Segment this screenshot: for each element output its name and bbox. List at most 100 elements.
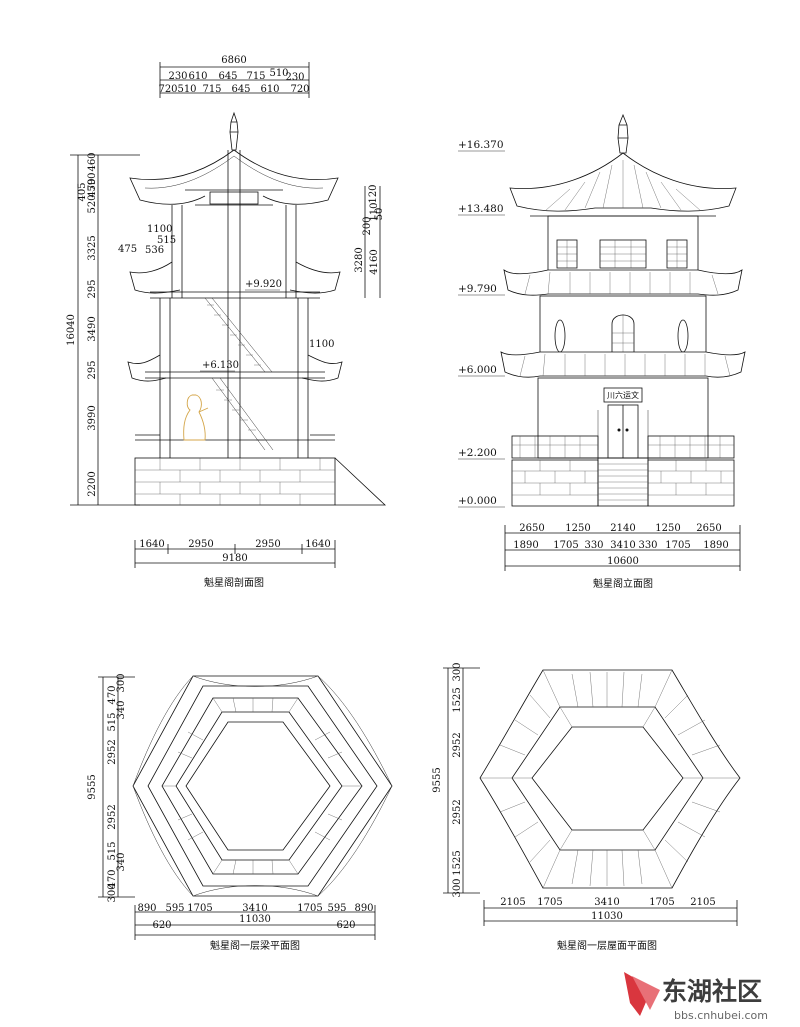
- beam-plan-dim: 515: [107, 712, 118, 731]
- section-top-dim: 510: [177, 84, 196, 95]
- roof-plan-bottom-dim: 2105: [690, 897, 715, 908]
- section-right-dim: 120: [368, 184, 379, 203]
- beam-plan-bottom-dim: 890: [354, 903, 373, 914]
- section-top-dim: 610: [188, 71, 207, 82]
- section-top-dim: 230: [168, 71, 187, 82]
- section-right-dim: 3280: [354, 247, 365, 272]
- beam-plan-bottom-dim: 3410: [242, 903, 267, 914]
- elevation-dim: 330: [584, 540, 603, 551]
- section-height-dim: 2200: [87, 471, 98, 496]
- elevation-dim: 3410: [610, 540, 635, 551]
- section-height-dim: 295: [87, 279, 98, 298]
- roof-plan-left-total: 9555: [432, 767, 443, 792]
- section-bottom-dim: 1640: [305, 539, 330, 550]
- seated-figure: [183, 394, 209, 441]
- elevation-dim: 2140: [610, 523, 635, 534]
- section-top-dim: 715: [202, 84, 221, 95]
- section-top-dim: 645: [218, 71, 237, 82]
- section-left-dims: 16040 460 590 405 470 520 3325 295 3490 …: [66, 152, 140, 506]
- elevation-dim: 1890: [513, 540, 538, 551]
- section-top-dim: 720: [158, 84, 177, 95]
- roof-plan-bottom-dim: 2105: [500, 897, 525, 908]
- elevation-dim: 330: [638, 540, 657, 551]
- section-right-dim: 50: [374, 208, 385, 221]
- elevation-level-label: +2.200: [458, 447, 497, 459]
- watermark-sub: bbs.cnhubei.com: [674, 1009, 768, 1022]
- section-level-label: +9.920: [245, 279, 282, 290]
- section-inner-dim: 515: [157, 235, 176, 246]
- elevation-dim: 1890: [703, 540, 728, 551]
- elevation-level-label: +6.000: [458, 364, 497, 376]
- section-height-dim: 460: [87, 152, 98, 171]
- beam-plan-caption: 魁星阁一层梁平面图: [210, 939, 300, 952]
- beam-plan-dim: 470: [107, 685, 118, 704]
- section-bottom-dim: 2950: [255, 539, 280, 550]
- elevation-drawing: +16.370 +13.480 +9.790 +6.000 +2.200 +0.…: [458, 113, 746, 590]
- elevation-dim: 1250: [565, 523, 590, 534]
- beam-plan-bottom-dim: 620: [336, 920, 355, 931]
- section-bottom-dim: 1640: [139, 539, 164, 550]
- beam-plan-left-dims: 9555 300 470 340 515 2952 2952 515 340 4…: [87, 673, 135, 903]
- roof-plan-dim: 1525: [452, 687, 463, 712]
- beam-plan-bottom-dim: 1705: [297, 903, 322, 914]
- beam-plan-dim: 300: [116, 673, 127, 692]
- roof-plan-left-dims: 9555 300 1525 2952 2952 1525 300: [432, 662, 480, 898]
- section-top-dim: 510: [269, 68, 288, 79]
- beam-plan-dim: 2952: [107, 739, 118, 764]
- elevation-levels: +16.370 +13.480 +9.790 +6.000 +2.200 +0.…: [458, 139, 505, 508]
- elevation-dim: 1705: [553, 540, 578, 551]
- beam-plan-drawing: 9555 300 470 340 515 2952 2952 515 340 4…: [87, 673, 393, 952]
- roof-plan-bottom-dim: 1705: [537, 897, 562, 908]
- section-top-total: 6860: [221, 55, 246, 66]
- beam-plan-bottom-dim: 620: [152, 920, 171, 931]
- elevation-dim: 1250: [655, 523, 680, 534]
- section-inner-dim: 1100: [309, 339, 334, 350]
- section-top-dim: 230: [285, 72, 304, 83]
- section-drawing: 6860 230 610 645 715 510 230 720 510 715…: [66, 55, 387, 589]
- roof-plan-bottom-dim: 1705: [649, 897, 674, 908]
- section-right-dim: 4160: [369, 249, 380, 274]
- elevation-plaque: 川六运文: [607, 390, 639, 400]
- elevation-bottom-dims: 2650 1250 2140 1250 2650 1890 1705 330 3…: [504, 523, 741, 571]
- beam-plan-bottom-dim: 595: [327, 903, 346, 914]
- section-height-dim: 590: [87, 172, 98, 191]
- beam-plan-left-total: 9555: [87, 774, 98, 799]
- elevation-level-label: +0.000: [458, 495, 497, 507]
- section-height-dim: 295: [87, 360, 98, 379]
- section-height-dim: 405: [77, 182, 88, 201]
- elevation-dim: 2650: [519, 523, 544, 534]
- section-top-dim: 610: [260, 84, 279, 95]
- beam-plan-bottom-dim: 890: [137, 903, 156, 914]
- section-left-total: 16040: [66, 314, 77, 346]
- beam-plan-dim: 470: [107, 869, 118, 888]
- beam-plan-bottom-total: 11030: [239, 914, 271, 925]
- watermark-main: 东湖社区: [662, 977, 762, 1006]
- beam-plan-dim: 300: [107, 883, 118, 902]
- section-right-dim: 200: [362, 216, 373, 235]
- beam-plan-dim: 340: [116, 852, 127, 871]
- section-bottom-dim: 2950: [188, 539, 213, 550]
- beam-plan-dim: 340: [116, 700, 127, 719]
- section-top-dim: 720: [290, 84, 309, 95]
- roof-plan-hexagons: [479, 669, 741, 889]
- roof-plan-bottom-dims: 2105 1705 3410 1705 2105 11030: [483, 897, 738, 926]
- roof-plan-bottom-total: 11030: [591, 911, 623, 922]
- section-height-dim: 470: [87, 178, 98, 197]
- section-height-dim: 3490: [87, 316, 98, 341]
- section-top-dim: 715: [246, 71, 265, 82]
- elevation-caption: 魁星阁立面图: [593, 577, 653, 590]
- section-bottom-dims: 1640 2950 2950 1640 9180: [134, 539, 336, 568]
- elevation-level-label: +16.370: [458, 139, 504, 151]
- elevation-dim: 2650: [696, 523, 721, 534]
- section-right-dims: 120 200 110 3280 4160 50: [354, 184, 385, 298]
- beam-plan-dim: 2952: [107, 804, 118, 829]
- elevation-level-label: +9.790: [458, 283, 497, 295]
- roof-plan-dim: 300: [452, 662, 463, 681]
- watermark-logo-icon: [624, 972, 652, 1016]
- elevation-dim: 1705: [665, 540, 690, 551]
- elevation-level-label: +13.480: [458, 203, 504, 215]
- roof-plan-drawing: 9555 300 1525 2952 2952 1525 300: [432, 662, 741, 952]
- section-height-dim: 520: [87, 194, 98, 213]
- elevation-bottom-total: 10600: [607, 556, 639, 567]
- section-level-label: +6.130: [202, 360, 239, 371]
